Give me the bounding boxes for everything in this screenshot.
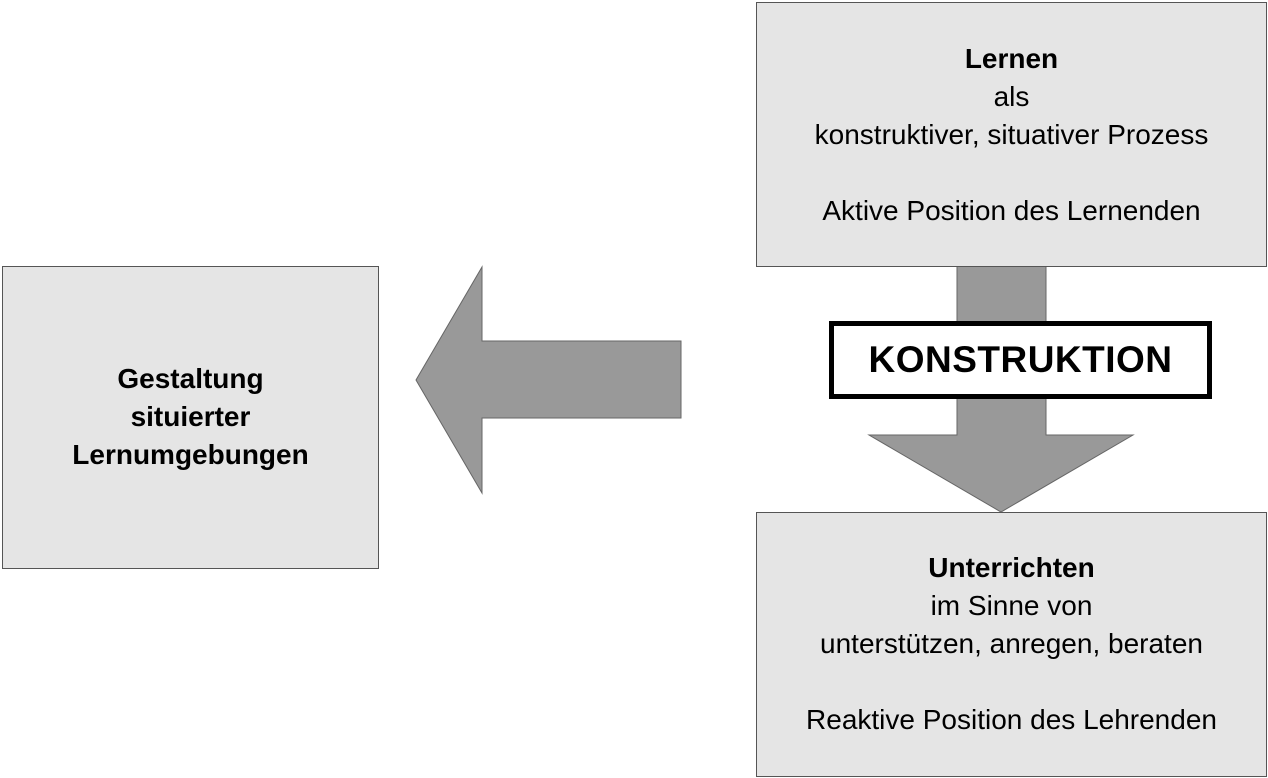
unterrichten-box: Unterrichten im Sinne von unterstützen, … xyxy=(756,512,1267,777)
lernen-line-position: Aktive Position des Lernenden xyxy=(822,195,1201,226)
gestaltung-box: Gestaltung situierter Lernumgebungen xyxy=(2,266,379,569)
lernen-title: Lernen xyxy=(964,43,1059,74)
unterrichten-line-verben: unterstützen, anregen, beraten xyxy=(820,628,1203,659)
lernen-line-als: als xyxy=(993,81,1030,112)
gestaltung-line-2: situierter xyxy=(130,401,251,432)
unterrichten-line-sinne: im Sinne von xyxy=(930,590,1093,621)
lernen-box: Lernen als konstruktiver, situativer Pro… xyxy=(756,2,1267,267)
lernen-line-prozess: konstruktiver, situativer Prozess xyxy=(814,119,1209,150)
gestaltung-line-1: Gestaltung xyxy=(117,363,264,394)
gestaltung-line-3: Lernumgebungen xyxy=(72,439,309,470)
arrow-left-icon xyxy=(415,265,682,495)
unterrichten-title: Unterrichten xyxy=(928,552,1095,583)
konstruktion-label: KONSTRUKTION xyxy=(829,321,1212,399)
unterrichten-line-position: Reaktive Position des Lehrenden xyxy=(806,704,1217,735)
